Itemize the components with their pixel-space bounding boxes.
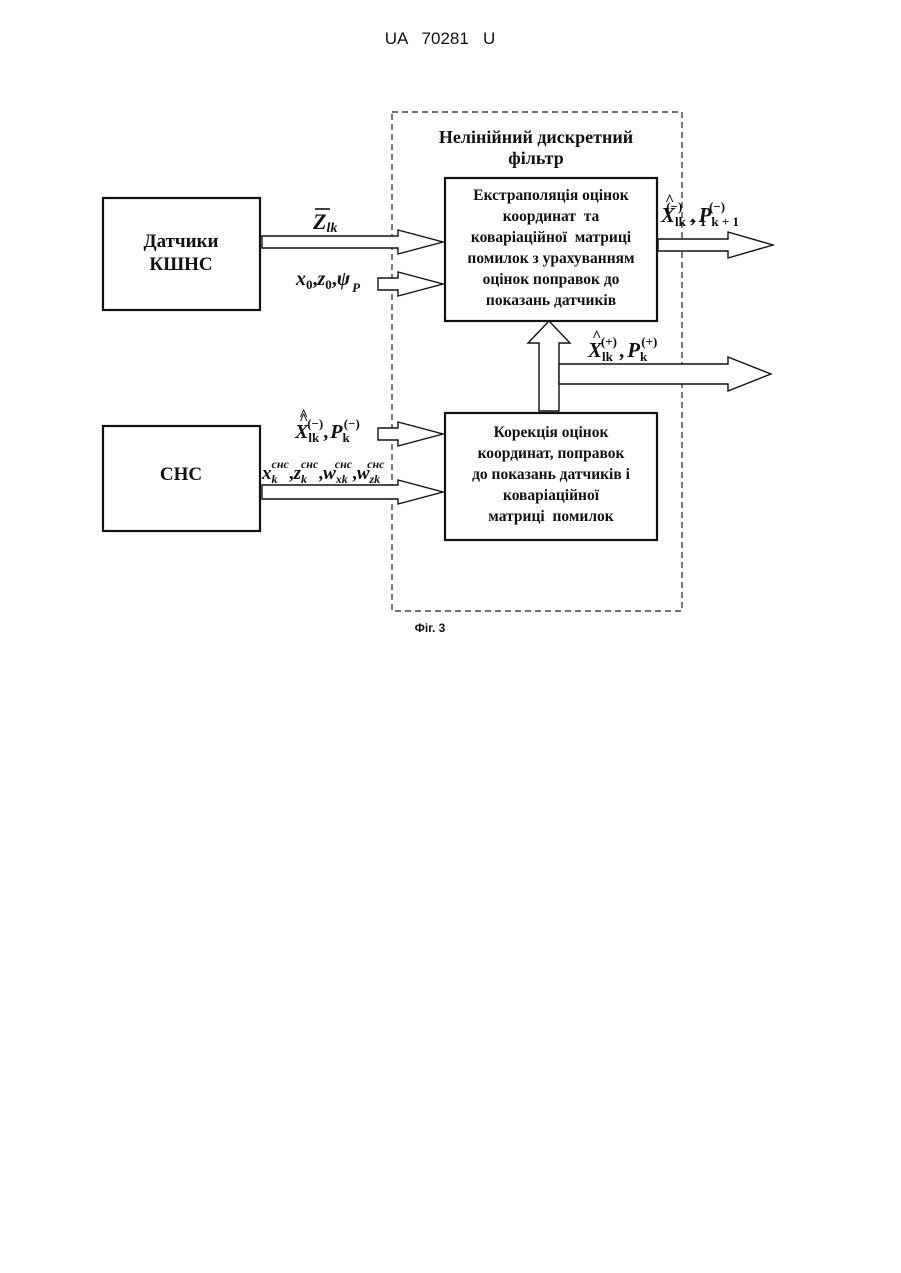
initial-conditions-label: x0,z0,ψP [295, 268, 361, 295]
filter-title-line1: Нелінійний дискретний [439, 127, 633, 147]
patent-number: UA 70281 U [385, 29, 496, 48]
extrapolation-line: коваріаційної матриці [471, 229, 632, 246]
corrected-estimate-label: Xlk(+),Pk(+) ^ [587, 328, 657, 364]
prior-estimate-arrow [378, 422, 443, 446]
sensors-to-extrapolation-arrow [262, 230, 443, 254]
extrapolation-line: оцінок поправок до [483, 271, 620, 288]
svg-text:Zlk: Zlk [312, 209, 337, 236]
hat-mark: ^ [299, 407, 308, 424]
extrapolation-line: показань датчиків [486, 292, 616, 309]
correction-line: координат, поправок [478, 445, 625, 462]
prior-estimate-label: Xlk(−),Pk(−) ^ ^ [294, 407, 360, 445]
correction-text: Корекція оцінок координат, поправок до п… [472, 424, 631, 525]
correction-line: матриці помилок [488, 508, 613, 525]
extrapolation-line: координат та [503, 208, 600, 225]
correction-output-arrow [559, 357, 771, 391]
figure-caption: Фіг. 3 [415, 621, 446, 635]
correction-line: коваріаційної [503, 487, 600, 504]
correction-line: Корекція оцінок [494, 424, 609, 441]
hat-mark: ^ [592, 328, 601, 345]
sns-label: СНС [160, 464, 202, 485]
extrapolation-line: Екстраполяція оцінок [473, 187, 628, 204]
extrapolation-output-label: Xlk + 1(−),Pk + 1(−) ^ [660, 192, 739, 229]
extrapolation-line: помилок з урахуванням [467, 250, 635, 267]
initial-conditions-arrow [378, 272, 443, 296]
sensors-label-line2: КШНС [149, 254, 212, 275]
sns-output-label: xkснс,zkснс,wxkснс,wzkснс [261, 457, 385, 486]
hat-mark: ^ [665, 192, 674, 209]
z-lk-label: Zlk [312, 209, 337, 236]
extrapolation-output-arrow [658, 232, 773, 258]
correction-line: до показань датчиків і [472, 466, 631, 483]
sensors-label-line1: Датчики [144, 231, 219, 252]
filter-title-line2: фільтр [508, 148, 563, 168]
